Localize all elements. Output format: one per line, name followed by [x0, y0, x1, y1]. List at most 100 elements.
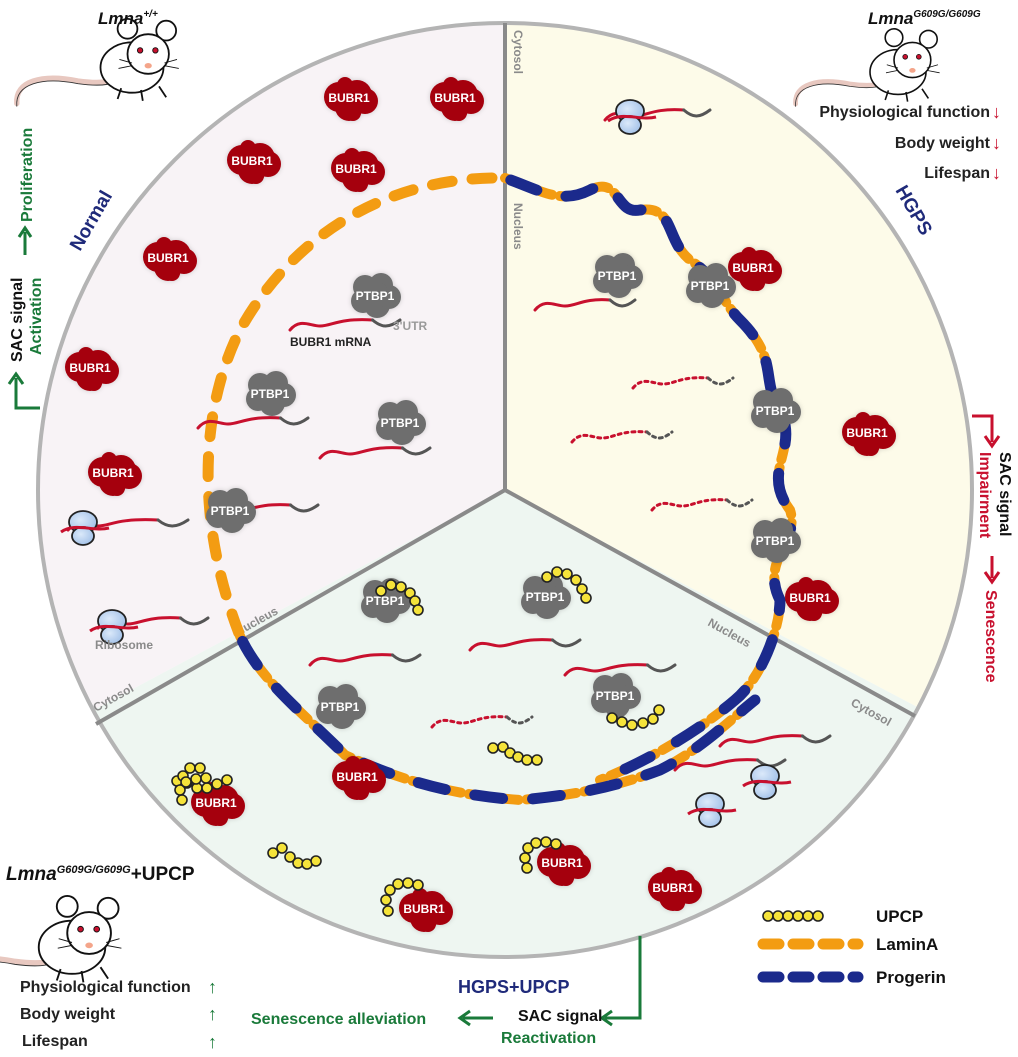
upcp-chain [541, 566, 592, 604]
bubr1-protein: BUBR1 [430, 77, 484, 121]
down-arrow-icon: ↓ [992, 133, 1001, 153]
mouse-treated [0, 895, 122, 983]
bubr1-mrna [533, 298, 637, 312]
bubr1-protein: BUBR1 [785, 577, 839, 621]
bubr1-protein: BUBR1 [399, 888, 453, 932]
bubr1-label: BUBR1 [434, 91, 476, 105]
down-arrow-icon: ↓ [992, 102, 1001, 122]
bubr1-mrna [718, 734, 832, 748]
bubr1-protein: BUBR1 [842, 412, 896, 456]
treated-genotype-suffix: +UPCP [131, 864, 195, 885]
hgps-signal-label: SAC signal [996, 452, 1013, 536]
hgps-title: HGPS [891, 182, 936, 239]
cytosol-label-top: Cytosol [511, 30, 525, 74]
upcp-outcome-label: Senescence alleviation [251, 1011, 426, 1028]
normal-pathway: SAC signal Activation Proliferation [7, 128, 45, 410]
divider-left [95, 488, 506, 726]
ribosome-icon [60, 510, 110, 546]
bubr1-label: BUBR1 [652, 881, 694, 895]
bubr1-mrna [196, 416, 310, 430]
sector-dividers [95, 23, 916, 726]
bubr1-label: BUBR1 [328, 91, 370, 105]
mouse-wild-type [14, 18, 179, 107]
ptbp1-label: PTBP1 [211, 504, 250, 518]
left-arrow-icon [457, 1009, 471, 1027]
pathway-connector [972, 414, 994, 442]
legend: UPCP LaminA Progerin [757, 907, 946, 987]
bubr1-label: BUBR1 [336, 770, 378, 784]
ribosome-icon [89, 609, 139, 645]
ptbp1-label: PTBP1 [381, 416, 420, 430]
bubr1-mrna [468, 638, 582, 652]
bubr1-mrna [650, 498, 754, 512]
up-arrow-icon [17, 225, 33, 238]
ptbp1-protein: PTBP1 [591, 673, 641, 718]
bubr1-mrna [570, 430, 674, 444]
lamina-dashes [202, 172, 498, 642]
ribosome-layer [60, 99, 792, 828]
hgps-pathway: SAC signal Impairment Senescence [972, 414, 1013, 683]
utr-label: 3'UTR [393, 319, 428, 333]
hgps-state-label: Impairment [976, 452, 993, 539]
bubr1-label: BUBR1 [69, 361, 111, 375]
legend-label-lamina: LaminA [876, 935, 938, 954]
ptbp1-label: PTBP1 [596, 689, 635, 703]
progerin-envelope-upcp [234, 630, 761, 806]
upcp-chain [174, 772, 212, 806]
bubr1-protein: BUBR1 [65, 347, 119, 391]
up-arrow-icon: ↑ [208, 977, 217, 997]
treated-effect-bodyweight: Body weight [20, 1006, 116, 1023]
ptbp1-protein: PTBP1 [316, 684, 366, 729]
pathway-connector [14, 378, 40, 410]
bubr1-mrna [430, 715, 534, 729]
bubr1-label: BUBR1 [195, 796, 237, 810]
normal-outcome-label: Proliferation [19, 128, 36, 222]
pathway-connector [605, 936, 642, 1020]
upcp-chain-icon [762, 910, 824, 922]
bubr1-protein: BUBR1 [648, 867, 702, 911]
mouse-hgps [793, 28, 940, 107]
upcp-pathway: SAC signal Reactivation Senescence allev… [251, 936, 642, 1047]
legend-label-upcp: UPCP [876, 907, 923, 926]
bubr1-protein: BUBR1 [728, 247, 782, 291]
bubr1-label: BUBR1 [231, 154, 273, 168]
up-arrow-icon: ↑ [208, 1004, 217, 1024]
ptbp1-protein: PTBP1 [351, 273, 401, 318]
divider-right [504, 488, 916, 718]
legend-label-progerin: Progerin [876, 968, 946, 987]
ptbp1-label: PTBP1 [526, 590, 565, 604]
bubr1-protein: BUBR1 [324, 77, 378, 121]
upcp-chain [487, 741, 543, 766]
hgps-outcome-label: Senescence [982, 590, 999, 683]
ptbp1-protein: PTBP1 [593, 253, 643, 298]
up-arrow-icon [7, 371, 25, 385]
bubr1-mrna [288, 318, 402, 332]
ptbp1-label: PTBP1 [321, 700, 360, 714]
bubr1-label: BUBR1 [846, 426, 888, 440]
bubr1-protein: BUBR1 [331, 148, 385, 192]
bubr1-label: BUBR1 [789, 591, 831, 605]
bubr1-mrna-label: BUBR1 mRNA [290, 335, 372, 349]
treated-genotype-sup: G609G/G609G [57, 864, 131, 876]
hgps-effect-lifespan: Lifespan [924, 165, 990, 182]
ptbp1-label: PTBP1 [251, 387, 290, 401]
bubr1-protein: BUBR1 [227, 140, 281, 184]
ptbp1-protein: PTBP1 [376, 400, 426, 445]
ribosome-icon [742, 764, 792, 800]
lamina-segments [235, 631, 760, 806]
normal-signal-label: SAC signal [9, 278, 26, 362]
wt-genotype-sup: +/+ [143, 9, 158, 20]
bubr1-label: BUBR1 [335, 162, 377, 176]
nucleus-label-top: Nucleus [511, 203, 525, 250]
normal-state-label: Activation [28, 278, 45, 355]
down-arrow-icon [983, 435, 1001, 449]
ptbp1-protein: PTBP1 [686, 263, 736, 308]
bubr1-protein: BUBR1 [143, 237, 197, 281]
bubr1-label: BUBR1 [147, 251, 189, 265]
wt-genotype: Lmna+/+ [98, 9, 158, 28]
bubr1-mrna [631, 376, 735, 390]
left-arrow-icon [599, 1009, 613, 1027]
down-arrow-icon: ↓ [992, 163, 1001, 183]
bubr1-protein: BUBR1 [332, 756, 386, 800]
